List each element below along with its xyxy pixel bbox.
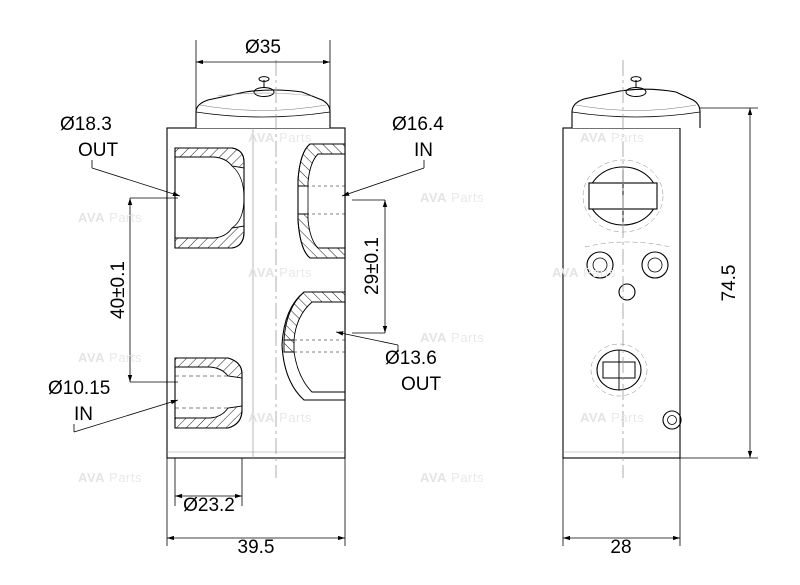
watermark: AVA Parts — [78, 350, 142, 365]
watermark: AVA Parts — [248, 410, 312, 425]
watermark: AVA Parts — [78, 210, 142, 225]
dim-h74-5: 74.5 — [719, 265, 740, 302]
dimension-text: Ø35 Ø18.3 OUT Ø16.4 IN 40±0.1 29±0.1 Ø10… — [48, 37, 740, 558]
dim-d23-2: Ø23.2 — [183, 495, 235, 516]
dimension-lines — [73, 40, 758, 546]
watermark: AVA Parts — [78, 470, 142, 485]
watermark: AVA Parts — [552, 265, 616, 280]
dim-d16-4: Ø16.4 — [392, 114, 444, 135]
dim-w39-5: 39.5 — [238, 537, 275, 558]
watermark: AVA Parts — [248, 130, 312, 145]
dim-w28: 28 — [610, 537, 631, 558]
side-view-body — [562, 76, 701, 459]
dim-out-lower: OUT — [401, 374, 442, 395]
dim-d13-6: Ø13.6 — [385, 348, 437, 369]
watermark: AVA Parts — [420, 330, 484, 345]
watermark: AVA Parts — [580, 410, 644, 425]
watermark: AVA Parts — [420, 470, 484, 485]
watermark: AVA Parts — [248, 265, 312, 280]
front-view-port-lower-left — [174, 357, 243, 429]
dim-d10-15: Ø10.15 — [48, 378, 110, 399]
dim-in-lower: IN — [74, 404, 93, 425]
dim-out-upper: OUT — [78, 140, 119, 161]
front-view-port-upper-right — [297, 143, 346, 259]
watermark: AVA Parts — [580, 130, 644, 145]
front-view-port-lower-right — [281, 291, 346, 401]
dim-in-upper: IN — [414, 140, 433, 161]
front-view-port-upper-left — [174, 147, 245, 249]
dim-d35: Ø35 — [245, 37, 281, 58]
watermark: AVA Parts — [420, 190, 484, 205]
dim-h40: 40±0.1 — [108, 261, 129, 319]
dim-d18-3: Ø18.3 — [60, 114, 112, 135]
dim-h29: 29±0.1 — [362, 237, 383, 295]
